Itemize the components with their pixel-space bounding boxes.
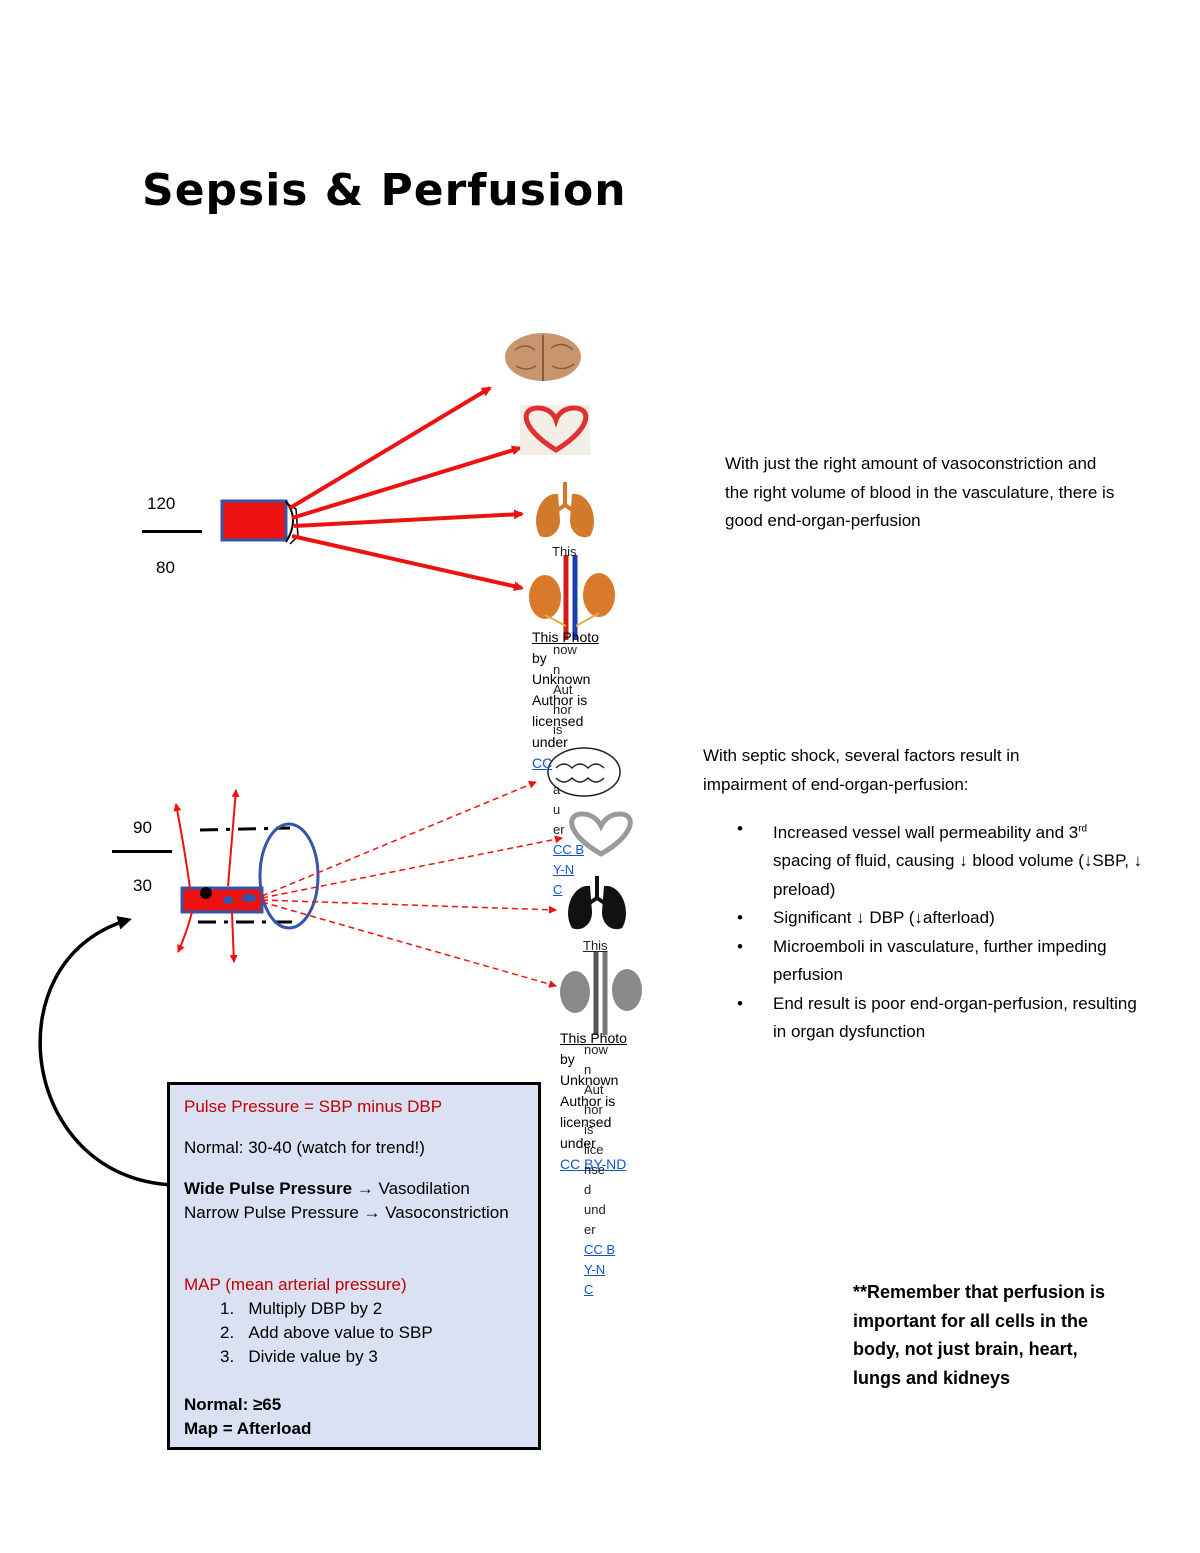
credit-line: under <box>532 734 568 750</box>
septic-arrow-kidneys <box>261 901 557 988</box>
page-title: Sepsis & Perfusion <box>142 165 627 216</box>
list-item: End result is poor end-organ-perfusion, … <box>703 990 1143 1047</box>
credit-line: by <box>560 1051 575 1067</box>
list-item: Increased vessel wall permeability and 3… <box>703 815 1143 904</box>
photo-credit-top: This Photo by Unknown Author is licensed… <box>532 627 612 774</box>
credit-line: This Photo <box>532 629 599 645</box>
septic-factors-list: Increased vessel wall permeability and 3… <box>703 815 1143 1047</box>
credit-line: licensed <box>532 713 584 729</box>
arrow-to-heart <box>291 445 522 520</box>
kidneys-icon <box>529 555 615 640</box>
lungs-gray-icon <box>568 876 626 930</box>
map-afterload: Map = Afterload <box>184 1419 312 1438</box>
map-step-2: 2. Add above value to SBP <box>220 1323 433 1342</box>
arrow-to-lungs <box>293 509 524 528</box>
credit-line: This Photo <box>560 1030 627 1046</box>
kidneys-gray-icon <box>560 952 642 1035</box>
normal-arrows <box>288 386 524 592</box>
septic-arrows <box>261 780 563 988</box>
pressure-info-box: Pulse Pressure = SBP minus DBP Normal: 3… <box>167 1082 541 1450</box>
map-title: MAP (mean arterial pressure) <box>184 1275 407 1294</box>
lungs-icon <box>536 482 594 538</box>
septic-vessel <box>180 822 320 930</box>
wide-pulse-pressure: Wide Pulse Pressure → Vasodilation <box>184 1179 470 1198</box>
list-item: Significant ↓ DBP (↓afterload) <box>703 904 1143 933</box>
normal-fraction-bar <box>142 530 202 533</box>
credit-license-link[interactable]: CC <box>532 755 553 771</box>
narrow-pulse-pressure: Narrow Pulse Pressure → Vasoconstriction <box>184 1203 509 1222</box>
credit-line: Unknown <box>560 1072 619 1088</box>
heart-gray-icon <box>569 811 633 857</box>
credit-line: Author is <box>532 692 588 708</box>
arrow-to-brain <box>288 386 492 510</box>
leak-arrows <box>173 789 240 963</box>
pulse-pressure-def: Pulse Pressure = SBP minus DBP <box>184 1097 443 1116</box>
credit-line: by <box>532 650 547 666</box>
arrow-to-kidneys <box>291 534 524 592</box>
septic-fraction-bar <box>112 850 172 853</box>
remember-note: **Remember that perfusion is important f… <box>853 1282 1106 1388</box>
septic-diastolic: 30 <box>133 876 152 895</box>
normal-diastolic: 80 <box>156 558 175 577</box>
credit-fragment: This <box>583 938 608 953</box>
credit-line: Unknown <box>532 671 591 687</box>
list-item: Microemboli in vasculature, further impe… <box>703 933 1143 990</box>
map-normal: Normal: ≥65 <box>184 1395 282 1414</box>
heart-icon <box>520 405 590 455</box>
septic-intro: With septic shock, several factors resul… <box>703 746 1020 794</box>
credit-license-link[interactable]: CC BY-ND <box>560 1156 627 1172</box>
septic-systolic: 90 <box>133 818 152 837</box>
credit-fragment: This <box>552 544 577 559</box>
photo-credit-bottom: This Photo by Unknown Author is licensed… <box>560 1028 640 1175</box>
septic-arrow-heart <box>261 835 563 899</box>
brain-gray-icon <box>547 747 621 797</box>
credit-line: licensed <box>560 1114 612 1130</box>
septic-arrow-lungs <box>261 899 557 914</box>
credit-line: under <box>560 1135 596 1151</box>
septic-arrow-brain <box>261 780 537 897</box>
normal-systolic: 120 <box>147 494 176 513</box>
credit-line: Author is <box>560 1093 616 1109</box>
map-step-1: 1. Multiply DBP by 2 <box>220 1299 383 1318</box>
connector-arrow <box>38 916 181 1187</box>
brain-icon <box>505 333 581 381</box>
pulse-pressure-normal: Normal: 30-40 (watch for trend!) <box>184 1138 425 1157</box>
normal-explanation: With just the right amount of vasoconstr… <box>725 454 1115 530</box>
map-step-3: 3. Divide value by 3 <box>220 1347 378 1366</box>
normal-vessel <box>220 499 299 545</box>
